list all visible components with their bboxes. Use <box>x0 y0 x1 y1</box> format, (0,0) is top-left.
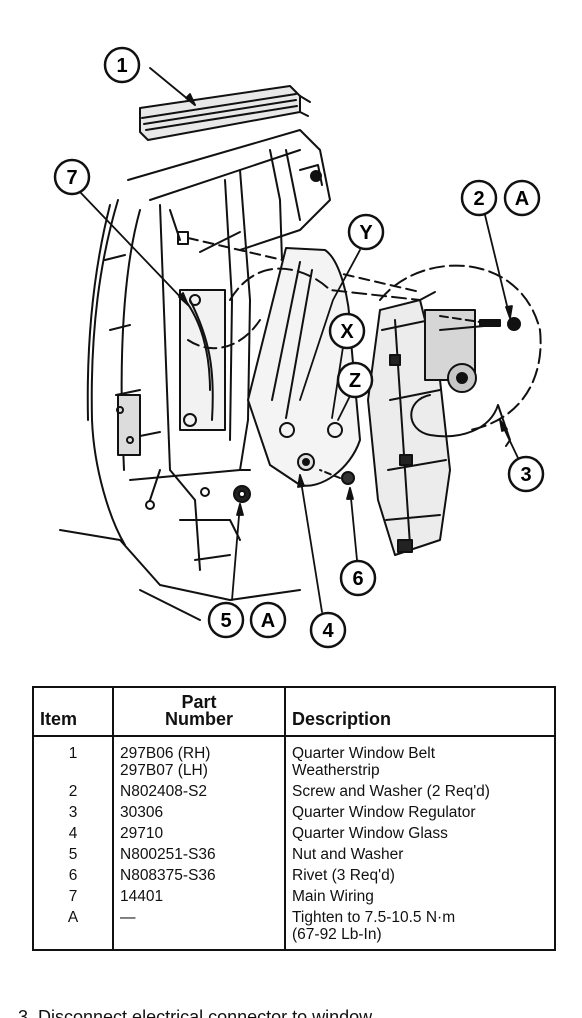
part-number-line: 297B07 (LH) <box>120 762 208 779</box>
part-number-line: N802408-S2 <box>120 783 208 800</box>
svg-text:4: 4 <box>322 620 334 642</box>
cell-item: 4 <box>32 824 114 845</box>
header-part-number: Part Number <box>112 687 286 737</box>
cell-part-number: — <box>112 908 286 950</box>
description-line: Main Wiring <box>292 888 374 905</box>
nut-and-washer <box>233 485 251 503</box>
cell-description: Tighten to 7.5-10.5 N·m(67-92 Lb-In) <box>284 908 556 950</box>
header-description: Description <box>284 687 556 737</box>
description-line: Quarter Window Regulator <box>292 804 476 821</box>
svg-text:3: 3 <box>520 464 531 486</box>
callout-a-upper: A <box>503 179 541 217</box>
screw-and-washer <box>439 315 521 331</box>
cell-description: Quarter Window Regulator <box>284 803 556 824</box>
cell-description: Main Wiring <box>284 887 556 908</box>
description-line: Quarter Window Belt <box>292 745 435 762</box>
table-row: 4 29710 Quarter Window Glass <box>32 824 556 845</box>
callout-x: X <box>328 312 366 350</box>
cell-description: Nut and Washer <box>284 845 556 866</box>
exploded-view-diagram: 1 7 2 A Y X Z 3 6 5 A 4 <box>53 46 545 649</box>
cell-part-number: N800251-S36 <box>112 845 286 866</box>
part-number-line: 30306 <box>120 804 164 821</box>
description-line: Quarter Window Glass <box>292 825 448 842</box>
description-line: Weatherstrip <box>292 762 380 779</box>
svg-text:1: 1 <box>116 55 127 77</box>
callout-4: 4 <box>309 611 347 649</box>
callout-5: 5 <box>207 601 245 639</box>
cell-description: Screw and Washer (2 Req'd) <box>284 782 556 803</box>
callout-y: Y <box>347 213 385 251</box>
cell-item: 1 <box>32 736 114 782</box>
table-row: 5 N800251-S36 Nut and Washer <box>32 845 556 866</box>
svg-text:A: A <box>261 610 275 632</box>
part-number-line: N800251-S36 <box>120 846 216 863</box>
table-row: 2 N802408-S2 Screw and Washer (2 Req'd) <box>32 782 556 803</box>
svg-text:2: 2 <box>473 188 484 210</box>
cell-item: A <box>32 908 114 950</box>
svg-text:X: X <box>340 321 354 343</box>
belt-weatherstrip <box>139 85 311 141</box>
svg-text:7: 7 <box>66 167 77 189</box>
cell-part-number: N808375-S36 <box>112 866 286 887</box>
cell-part-number: N802408-S2 <box>112 782 286 803</box>
part-number-line: 14401 <box>120 888 164 905</box>
cell-description: Rivet (3 Req'd) <box>284 866 556 887</box>
cell-part-number: 297B06 (RH)297B07 (LH) <box>112 736 286 782</box>
svg-text:5: 5 <box>220 610 231 632</box>
header-part-number-line2: Number <box>164 709 233 729</box>
callout-1: 1 <box>103 46 141 84</box>
cell-item: 2 <box>32 782 114 803</box>
callout-a-lower: A <box>249 601 287 639</box>
cell-item: 5 <box>32 845 114 866</box>
cell-item: 7 <box>32 887 114 908</box>
cell-part-number: 14401 <box>112 887 286 908</box>
cell-description: Quarter Window Glass <box>284 824 556 845</box>
table-header-row: Item Part Number Description <box>32 687 556 737</box>
part-number-line: N808375-S36 <box>120 867 216 884</box>
table-row: 6 N808375-S36 Rivet (3 Req'd) <box>32 866 556 887</box>
cell-part-number: 29710 <box>112 824 286 845</box>
footer-partial-text: 3. Disconnect electrical connector to wi… <box>18 1007 373 1018</box>
callout-6: 6 <box>339 559 377 597</box>
svg-text:Z: Z <box>349 370 361 392</box>
quarter-window-regulator <box>187 264 542 556</box>
quarter-window-glass <box>247 247 361 487</box>
description-line: Rivet (3 Req'd) <box>292 867 395 884</box>
svg-text:A: A <box>515 188 529 210</box>
rivet <box>319 469 355 485</box>
cell-item: 6 <box>32 866 114 887</box>
part-number-line: 29710 <box>120 825 164 842</box>
description-line: Screw and Washer (2 Req'd) <box>292 783 490 800</box>
callout-3: 3 <box>507 455 545 493</box>
callout-7: 7 <box>53 158 91 196</box>
table-row: 7 14401 Main Wiring <box>32 887 556 908</box>
part-number-line: 297B06 (RH) <box>120 745 211 762</box>
callout-2: 2 <box>460 179 498 217</box>
svg-text:Y: Y <box>359 222 373 244</box>
part-number-line: — <box>120 909 136 926</box>
description-line: (67-92 Lb-In) <box>292 926 382 943</box>
header-part-number-line1: Part <box>181 692 217 712</box>
description-line: Tighten to 7.5-10.5 N·m <box>292 909 456 926</box>
callout-z: Z <box>336 361 374 399</box>
leader-lines <box>79 67 519 613</box>
description-line: Nut and Washer <box>292 846 404 863</box>
header-item: Item <box>32 687 114 737</box>
table-row: A — Tighten to 7.5-10.5 N·m(67-92 Lb-In) <box>32 908 556 950</box>
svg-text:6: 6 <box>352 568 363 590</box>
cell-part-number: 30306 <box>112 803 286 824</box>
table-row: 3 30306 Quarter Window Regulator <box>32 803 556 824</box>
cell-item: 3 <box>32 803 114 824</box>
